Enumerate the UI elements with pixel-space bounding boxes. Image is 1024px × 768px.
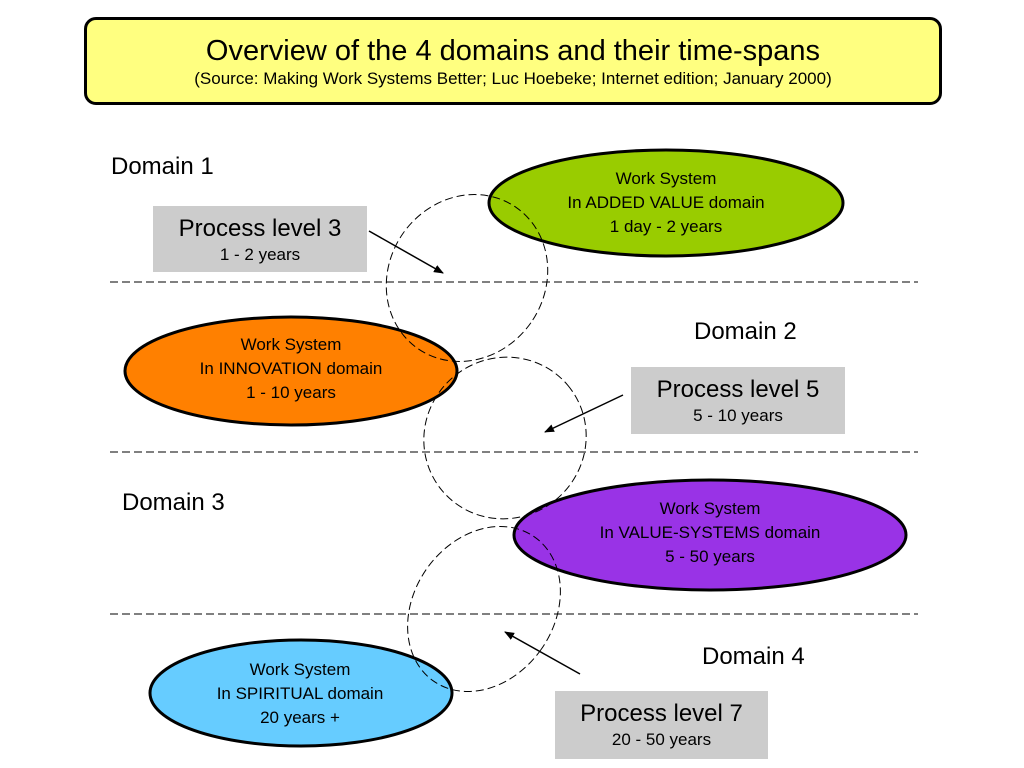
work-system-value-systems-line2: In VALUE-SYSTEMS domain (599, 523, 821, 542)
process-level-3-arrow (368, 230, 444, 274)
work-system-innovation-ellipse (123, 315, 459, 427)
process-level-3-years: 1 - 2 years (219, 245, 301, 264)
work-system-innovation-line3: 1 - 10 years (246, 383, 336, 402)
process-level-7-years: 20 - 50 years (611, 730, 712, 749)
process-level-5-box: Process level 5 5 - 10 years (631, 367, 845, 434)
process-level-7-title: Process level 7 (580, 700, 743, 727)
work-system-value-systems-line3: 5 - 50 years (665, 547, 755, 566)
work-system-spiritual-ellipse (148, 638, 454, 748)
work-system-spiritual-line3: 20 years + (260, 708, 340, 727)
work-system-value-systems-ellipse (512, 478, 908, 592)
work-system-spiritual-text: Work System In SPIRITUAL domain 20 years… (160, 658, 440, 730)
process-level-5-arrow (544, 394, 624, 433)
work-system-added-value-line3: 1 day - 2 years (609, 217, 723, 236)
work-system-innovation-line1: Work System (240, 335, 342, 354)
work-system-added-value-ellipse (487, 148, 845, 258)
work-system-spiritual-line1: Work System (249, 660, 351, 679)
process-level-7-box: Process level 7 20 - 50 years (555, 691, 768, 759)
process-level-3-title: Process level 3 (178, 215, 342, 242)
process-level-5-years: 5 - 10 years (693, 406, 783, 425)
domain-label-3: Domain 3 (122, 489, 225, 516)
process-level-7-arrow (504, 631, 581, 675)
work-system-innovation-line2: In INNOVATION domain (199, 359, 383, 378)
process-level-3-loop (385, 194, 549, 362)
work-system-innovation-text: Work System In INNOVATION domain 1 - 10 … (151, 333, 431, 405)
work-system-spiritual-line2: In SPIRITUAL domain (216, 684, 384, 703)
page-title: Overview of the 4 domains and their time… (205, 35, 821, 67)
process-level-5-loop (423, 356, 587, 520)
domain-label-4: Domain 4 (702, 643, 805, 670)
domain-label-1: Domain 1 (111, 153, 214, 180)
work-system-added-value-line1: Work System (615, 169, 717, 188)
domain-label-2: Domain 2 (694, 318, 797, 345)
source-citation: (Source: Making Work Systems Better; Luc… (194, 69, 832, 88)
work-system-value-systems-text: Work System In VALUE-SYSTEMS domain 5 - … (560, 497, 860, 569)
process-level-3-box: Process level 3 1 - 2 years (153, 206, 367, 272)
process-level-5-title: Process level 5 (656, 376, 820, 403)
work-system-value-systems-line1: Work System (659, 499, 761, 518)
process-level-7-loop (407, 525, 561, 693)
work-system-added-value-line2: In ADDED VALUE domain (567, 193, 765, 212)
work-system-added-value-text: Work System In ADDED VALUE domain 1 day … (526, 167, 806, 239)
title-box: Overview of the 4 domains and their time… (84, 17, 942, 105)
